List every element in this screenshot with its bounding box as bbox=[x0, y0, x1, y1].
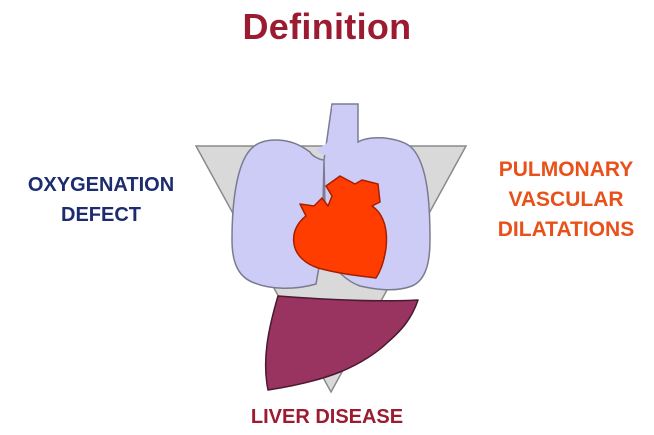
pulmonary-line-1: PULMONARY bbox=[478, 155, 654, 185]
pulmonary-line-2: VASCULAR bbox=[478, 185, 654, 215]
pulmonary-line-3: DILATATIONS bbox=[478, 215, 654, 245]
liver-disease-label: LIVER DISEASE bbox=[0, 404, 654, 430]
pulmonary-dilatations-label: PULMONARY VASCULAR DILATATIONS bbox=[478, 155, 654, 245]
oxygenation-line-1: OXYGENATION bbox=[6, 170, 196, 200]
oxygenation-line-2: DEFECT bbox=[6, 200, 196, 230]
liver-icon bbox=[266, 296, 418, 390]
oxygenation-defect-label: OXYGENATION DEFECT bbox=[6, 170, 196, 230]
